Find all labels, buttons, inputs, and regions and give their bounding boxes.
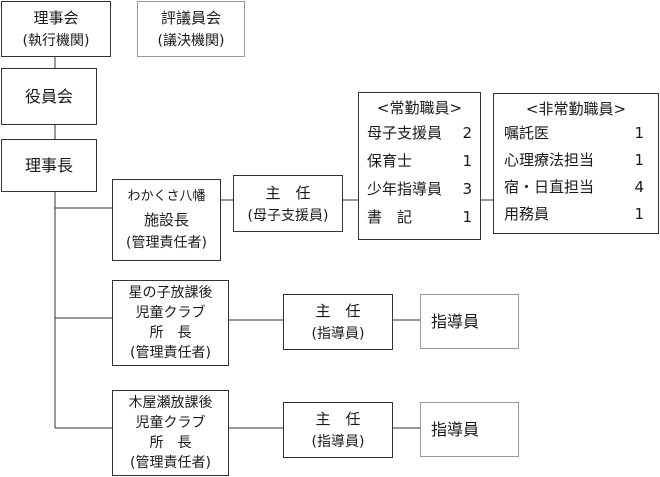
facility-box: わかくさ八幡 施設長 (管理責任者) (112, 179, 221, 261)
parttime-count: 1 (634, 205, 644, 223)
parttime-count: 1 (634, 124, 644, 142)
club2-note: (管理責任者) (130, 455, 211, 471)
fulltime-row: 母子支援員 2 (359, 119, 480, 147)
parttime-row: 宿・日直担当 4 (494, 174, 658, 201)
council-box: 評議員会 (議決機関) (137, 1, 245, 57)
board-subtitle: (執行機関) (22, 33, 90, 49)
chief3-box: 主 任 (指導員) (283, 402, 393, 458)
club2-name: 木屋瀬放課後 (128, 395, 213, 411)
fulltime-row: 書 記 1 (359, 203, 480, 231)
chief1-subtitle: (母子支援員) (247, 207, 329, 224)
club1-role: 所 長 (149, 325, 192, 341)
club2-box: 木屋瀬放課後 児童クラブ 所 長 (管理責任者) (112, 390, 229, 476)
fulltime-staff-box: <常勤職員> 母子支援員 2 保育士 1 少年指導員 3 書 記 1 (358, 92, 481, 240)
council-title: 評議員会 (160, 9, 221, 27)
fulltime-count: 1 (462, 208, 472, 226)
parttime-role: 心理療法担当 (504, 151, 595, 169)
parttime-count: 1 (634, 151, 644, 169)
fulltime-row: 少年指導員 3 (359, 175, 480, 203)
chief2-box: 主 任 (指導員) (283, 294, 393, 350)
staff2-title: 指導員 (431, 311, 480, 331)
staff2-box: 指導員 (420, 294, 519, 349)
parttime-staff-box: <非常勤職員> 嘱託医 1 心理療法担当 1 宿・日直担当 4 用務員 1 (493, 93, 659, 234)
chairman-box: 理事長 (1, 139, 97, 192)
fulltime-role: 保育士 (367, 152, 413, 170)
club2-role: 所 長 (149, 435, 192, 451)
chairman-title: 理事長 (24, 155, 73, 175)
fulltime-count: 3 (462, 180, 472, 198)
fulltime-row: 保育士 1 (359, 147, 480, 175)
chief3-subtitle: (指導員) (311, 434, 365, 450)
parttime-row: 用務員 1 (494, 201, 658, 228)
board-title: 理事会 (33, 9, 79, 27)
parttime-row: 心理療法担当 1 (494, 147, 658, 174)
officers-title: 役員会 (24, 86, 73, 106)
board-box: 理事会 (執行機関) (1, 1, 111, 57)
fulltime-role: 書 記 (367, 208, 413, 226)
club2-subname: 児童クラブ (135, 415, 206, 431)
parttime-header: <非常勤職員> (525, 100, 627, 118)
parttime-role: 宿・日直担当 (504, 178, 595, 196)
parttime-role: 嘱託医 (504, 124, 550, 142)
club1-name: 星の子放課後 (128, 285, 213, 301)
club1-note: (管理責任者) (130, 345, 211, 361)
fulltime-header: <常勤職員> (376, 99, 463, 117)
council-subtitle: (議決機関) (157, 33, 225, 49)
fulltime-count: 1 (462, 152, 472, 170)
facility-role: 施設長 (143, 211, 189, 229)
chief3-title: 主 任 (315, 410, 361, 428)
fulltime-count: 2 (462, 124, 472, 142)
chief1-box: 主 任 (母子支援員) (233, 175, 343, 232)
facility-name: わかくさ八幡 (127, 189, 206, 204)
fulltime-role: 母子支援員 (367, 124, 443, 142)
chief2-subtitle: (指導員) (311, 326, 365, 342)
chief1-title: 主 任 (265, 183, 311, 202)
parttime-role: 用務員 (504, 205, 550, 223)
parttime-row: 嘱託医 1 (494, 120, 658, 147)
facility-note: (管理責任者) (126, 235, 207, 251)
staff3-box: 指導員 (420, 402, 519, 457)
staff3-title: 指導員 (431, 419, 480, 439)
club1-box: 星の子放課後 児童クラブ 所 長 (管理責任者) (112, 280, 229, 366)
chief2-title: 主 任 (315, 302, 361, 320)
club1-subname: 児童クラブ (135, 305, 206, 321)
fulltime-role: 少年指導員 (367, 180, 443, 198)
parttime-count: 4 (634, 178, 644, 196)
officers-box: 役員会 (1, 68, 97, 125)
